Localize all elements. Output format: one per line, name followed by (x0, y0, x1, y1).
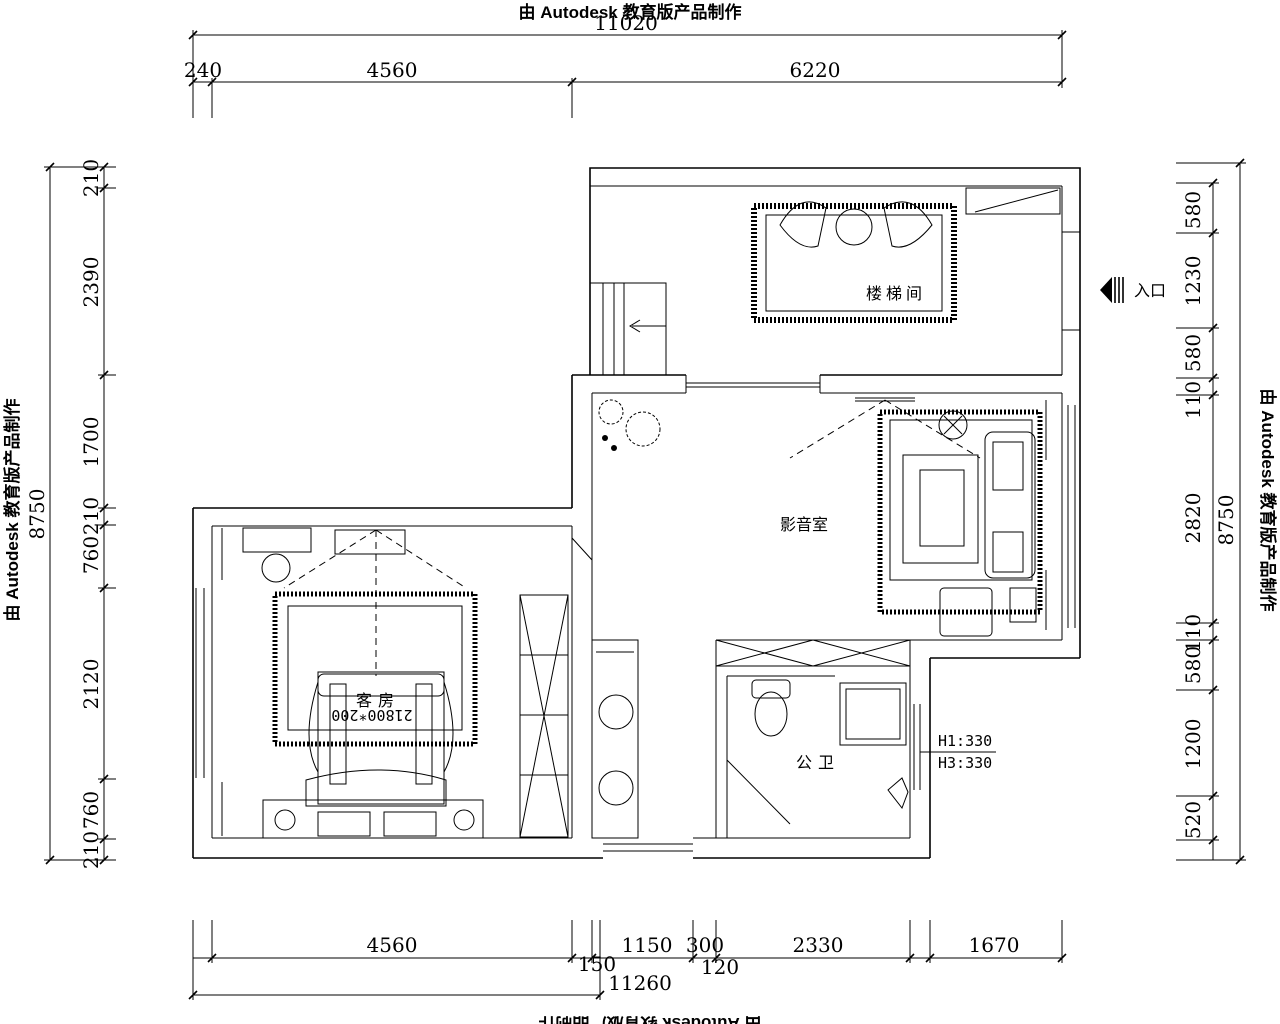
shower-door (726, 759, 791, 830)
bed-icon (262, 591, 484, 839)
left-dimension-lines (44, 162, 116, 865)
h3-label: H3:330 (938, 754, 992, 772)
dim-left-7: 760 (79, 791, 103, 829)
dim-bottom-4: 2330 (793, 933, 844, 957)
wardrobe-icon (519, 594, 569, 838)
room-label-stair: 楼梯间 (866, 284, 926, 303)
watermark-top: 由 Autodesk 教育版产品制作 (519, 2, 742, 22)
stair-room-rug (751, 187, 1061, 323)
dim-bottom-5: 1670 (969, 933, 1020, 957)
entrance-label: 入口 (1134, 281, 1166, 300)
dim-right-3: 580 (1181, 334, 1205, 372)
dim-top-3: 6220 (790, 58, 841, 82)
dim-right-8: 1200 (1181, 719, 1205, 770)
dim-top-1: 240 (184, 58, 222, 82)
watermark-left: 由 Autodesk 教育版产品制作 (2, 399, 22, 622)
toilet-icon (751, 679, 791, 737)
watermark-bottom: 由 Autodesk 教育版产品制作 (539, 1014, 762, 1024)
dim-bottom-total: 11260 (608, 971, 672, 995)
dim-left-8: 210 (79, 831, 103, 869)
dim-right-7: 580 (1181, 646, 1205, 684)
sink-icon (591, 639, 639, 839)
bottom-dimension-lines (188, 920, 1067, 1000)
dim-bottom-small-2: 120 (701, 955, 739, 979)
room-label-bathroom: 公卫 (796, 753, 840, 772)
sofa-icon (939, 431, 1037, 637)
entrance-arrow-icon (1100, 277, 1124, 303)
dim-top-total: 11020 (594, 11, 658, 35)
dim-right-2: 1230 (1181, 256, 1205, 307)
dim-left-2: 2390 (79, 257, 103, 308)
dim-right-9: 520 (1181, 801, 1205, 839)
bed-size-label: 21800*200 (331, 706, 412, 724)
basin-icon (887, 777, 909, 810)
dim-right-total: 8750 (1214, 495, 1238, 546)
media-projection (789, 397, 981, 459)
watermark-right: 由 Autodesk 教育版产品制作 (1258, 389, 1278, 612)
dim-left-3: 1700 (79, 417, 103, 468)
plant-icon (598, 399, 661, 451)
dim-left-total: 8750 (25, 489, 49, 540)
media-rug (877, 409, 1043, 615)
dim-right-1: 580 (1181, 191, 1205, 229)
room-label-media: 影音室 (780, 515, 828, 534)
dim-bottom-small-1: 150 (578, 952, 616, 976)
room-label-guest: 客房 (356, 691, 400, 710)
h1-label: H1:330 (938, 732, 992, 750)
dim-bottom-2: 1150 (622, 933, 673, 957)
dim-left-4: 210 (79, 497, 103, 535)
staircase (589, 282, 667, 376)
dim-right-5: 2820 (1181, 493, 1205, 544)
dim-right-6: 110 (1181, 614, 1205, 652)
dim-left-1: 210 (79, 159, 103, 197)
right-dimension-lines (1176, 158, 1246, 865)
dim-left-5: 760 (79, 536, 103, 574)
dim-bottom-3: 300 (686, 933, 724, 957)
dim-left-6: 2120 (79, 659, 103, 710)
desk-icon (242, 527, 406, 583)
shower-grid (839, 682, 907, 746)
top-dimension-lines (188, 30, 1067, 118)
bathroom-cabinet (715, 639, 911, 667)
media-diagonal (571, 537, 593, 600)
dim-right-4: 110 (1181, 381, 1205, 419)
guest-projection (283, 529, 467, 676)
dim-bottom-1: 4560 (367, 933, 418, 957)
dim-top-2: 4560 (367, 58, 418, 82)
